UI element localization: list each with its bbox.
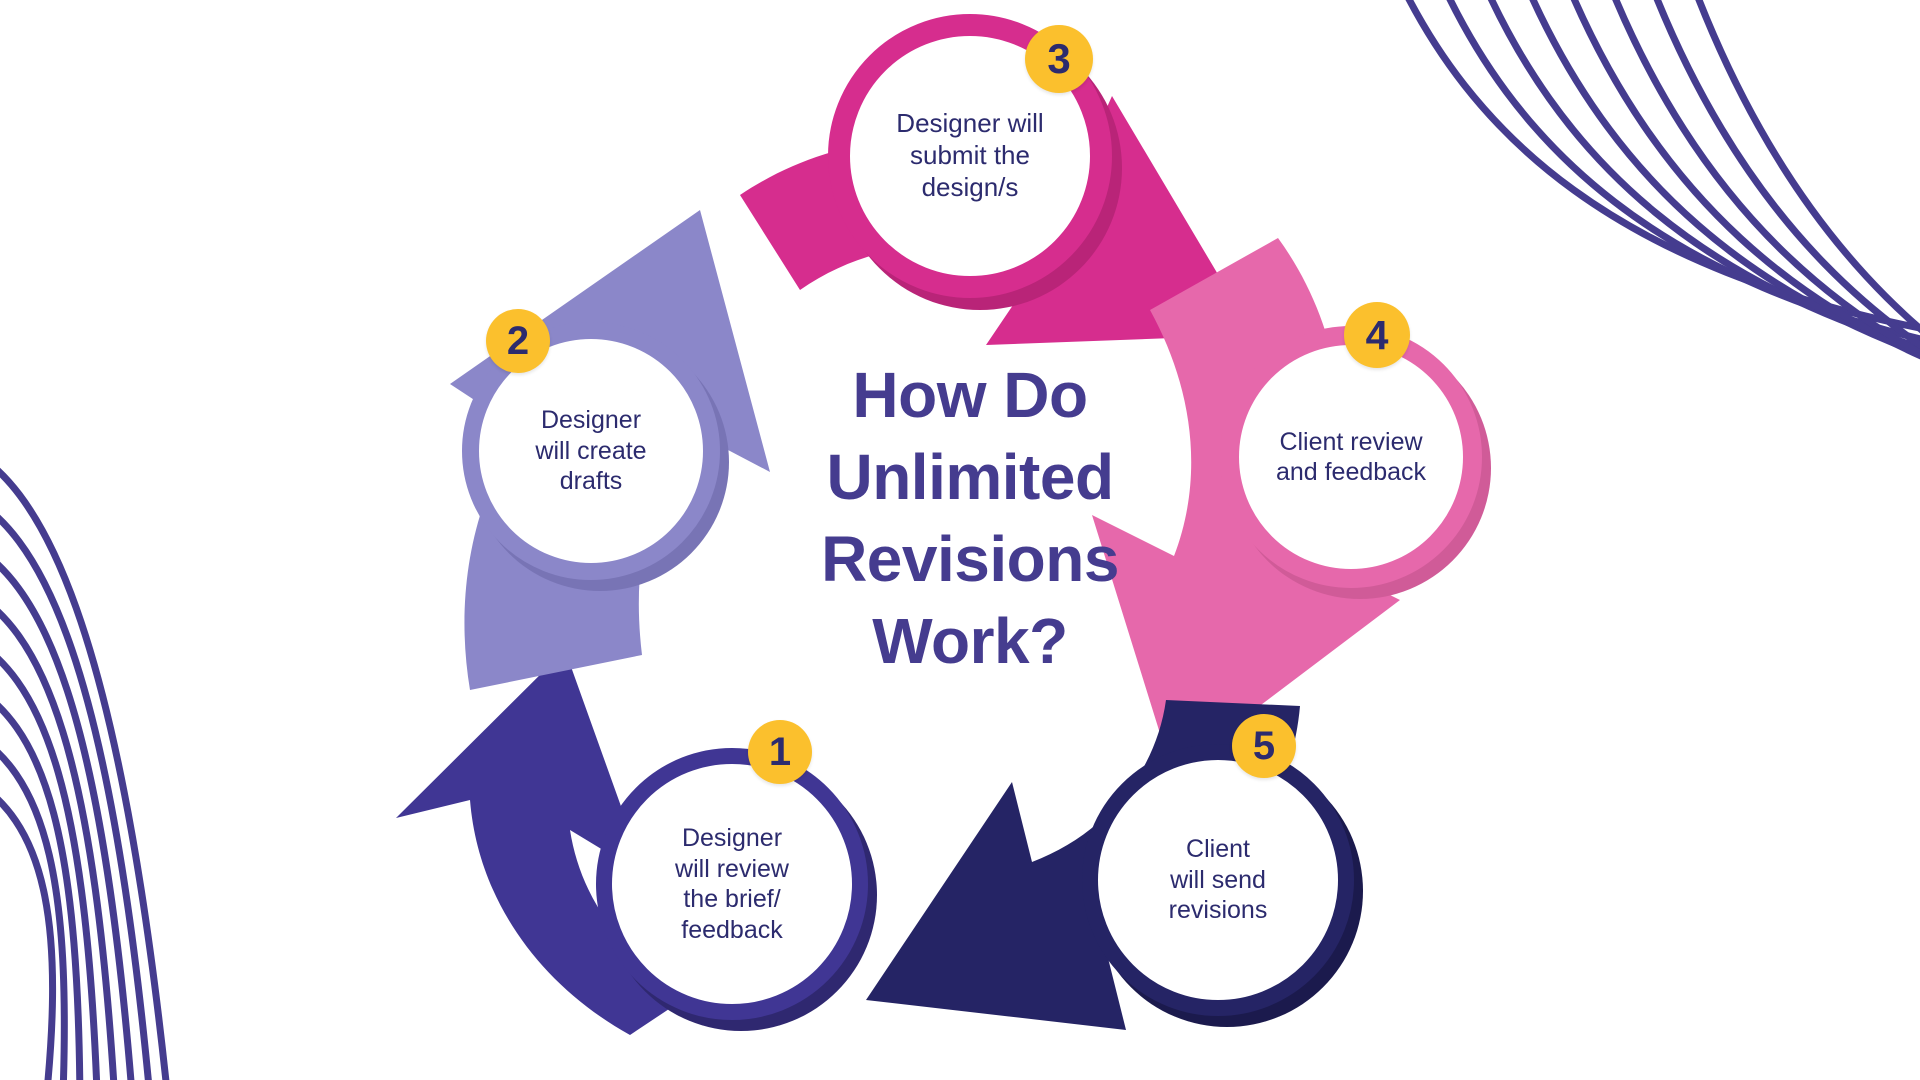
- step-node-2[interactable]: Designer will create drafts 2: [462, 309, 729, 591]
- step-badge-4-number: 4: [1365, 311, 1389, 358]
- wave-lines-top-right: [1405, 0, 1920, 360]
- page-title: How Do Unlimited Revisions Work?: [821, 359, 1119, 677]
- step-node-3[interactable]: Designer will submit the design/s 3: [828, 14, 1122, 310]
- wave-lines-bottom-left: [0, 467, 170, 1080]
- step-node-5-label: Client will send revisions: [1168, 835, 1268, 925]
- step-badge-3-number: 3: [1047, 35, 1071, 82]
- step-badge-2-number: 2: [506, 318, 530, 363]
- step-badge-1-number: 1: [768, 729, 792, 774]
- step-node-4[interactable]: Client review and feedback 4: [1220, 302, 1491, 599]
- step-badge-5-number: 5: [1252, 723, 1276, 768]
- step-badge-1: 1: [748, 720, 812, 784]
- step-node-5[interactable]: Client will send revisions 5: [1082, 714, 1363, 1027]
- step-badge-3: 3: [1025, 25, 1093, 93]
- step-badge-5: 5: [1232, 714, 1296, 778]
- step-node-1[interactable]: Designer will review the brief/ feedback…: [596, 720, 877, 1031]
- step-node-2-label: Designer will create drafts: [535, 406, 647, 496]
- step-node-4-label: Client review and feedback: [1275, 427, 1427, 487]
- step-badge-2: 2: [486, 309, 550, 373]
- step-badge-4: 4: [1344, 302, 1410, 368]
- step-node-1-label: Designer will review the brief/ feedback: [675, 824, 789, 944]
- step-node-3-label: Designer will submit the design/s: [896, 108, 1044, 202]
